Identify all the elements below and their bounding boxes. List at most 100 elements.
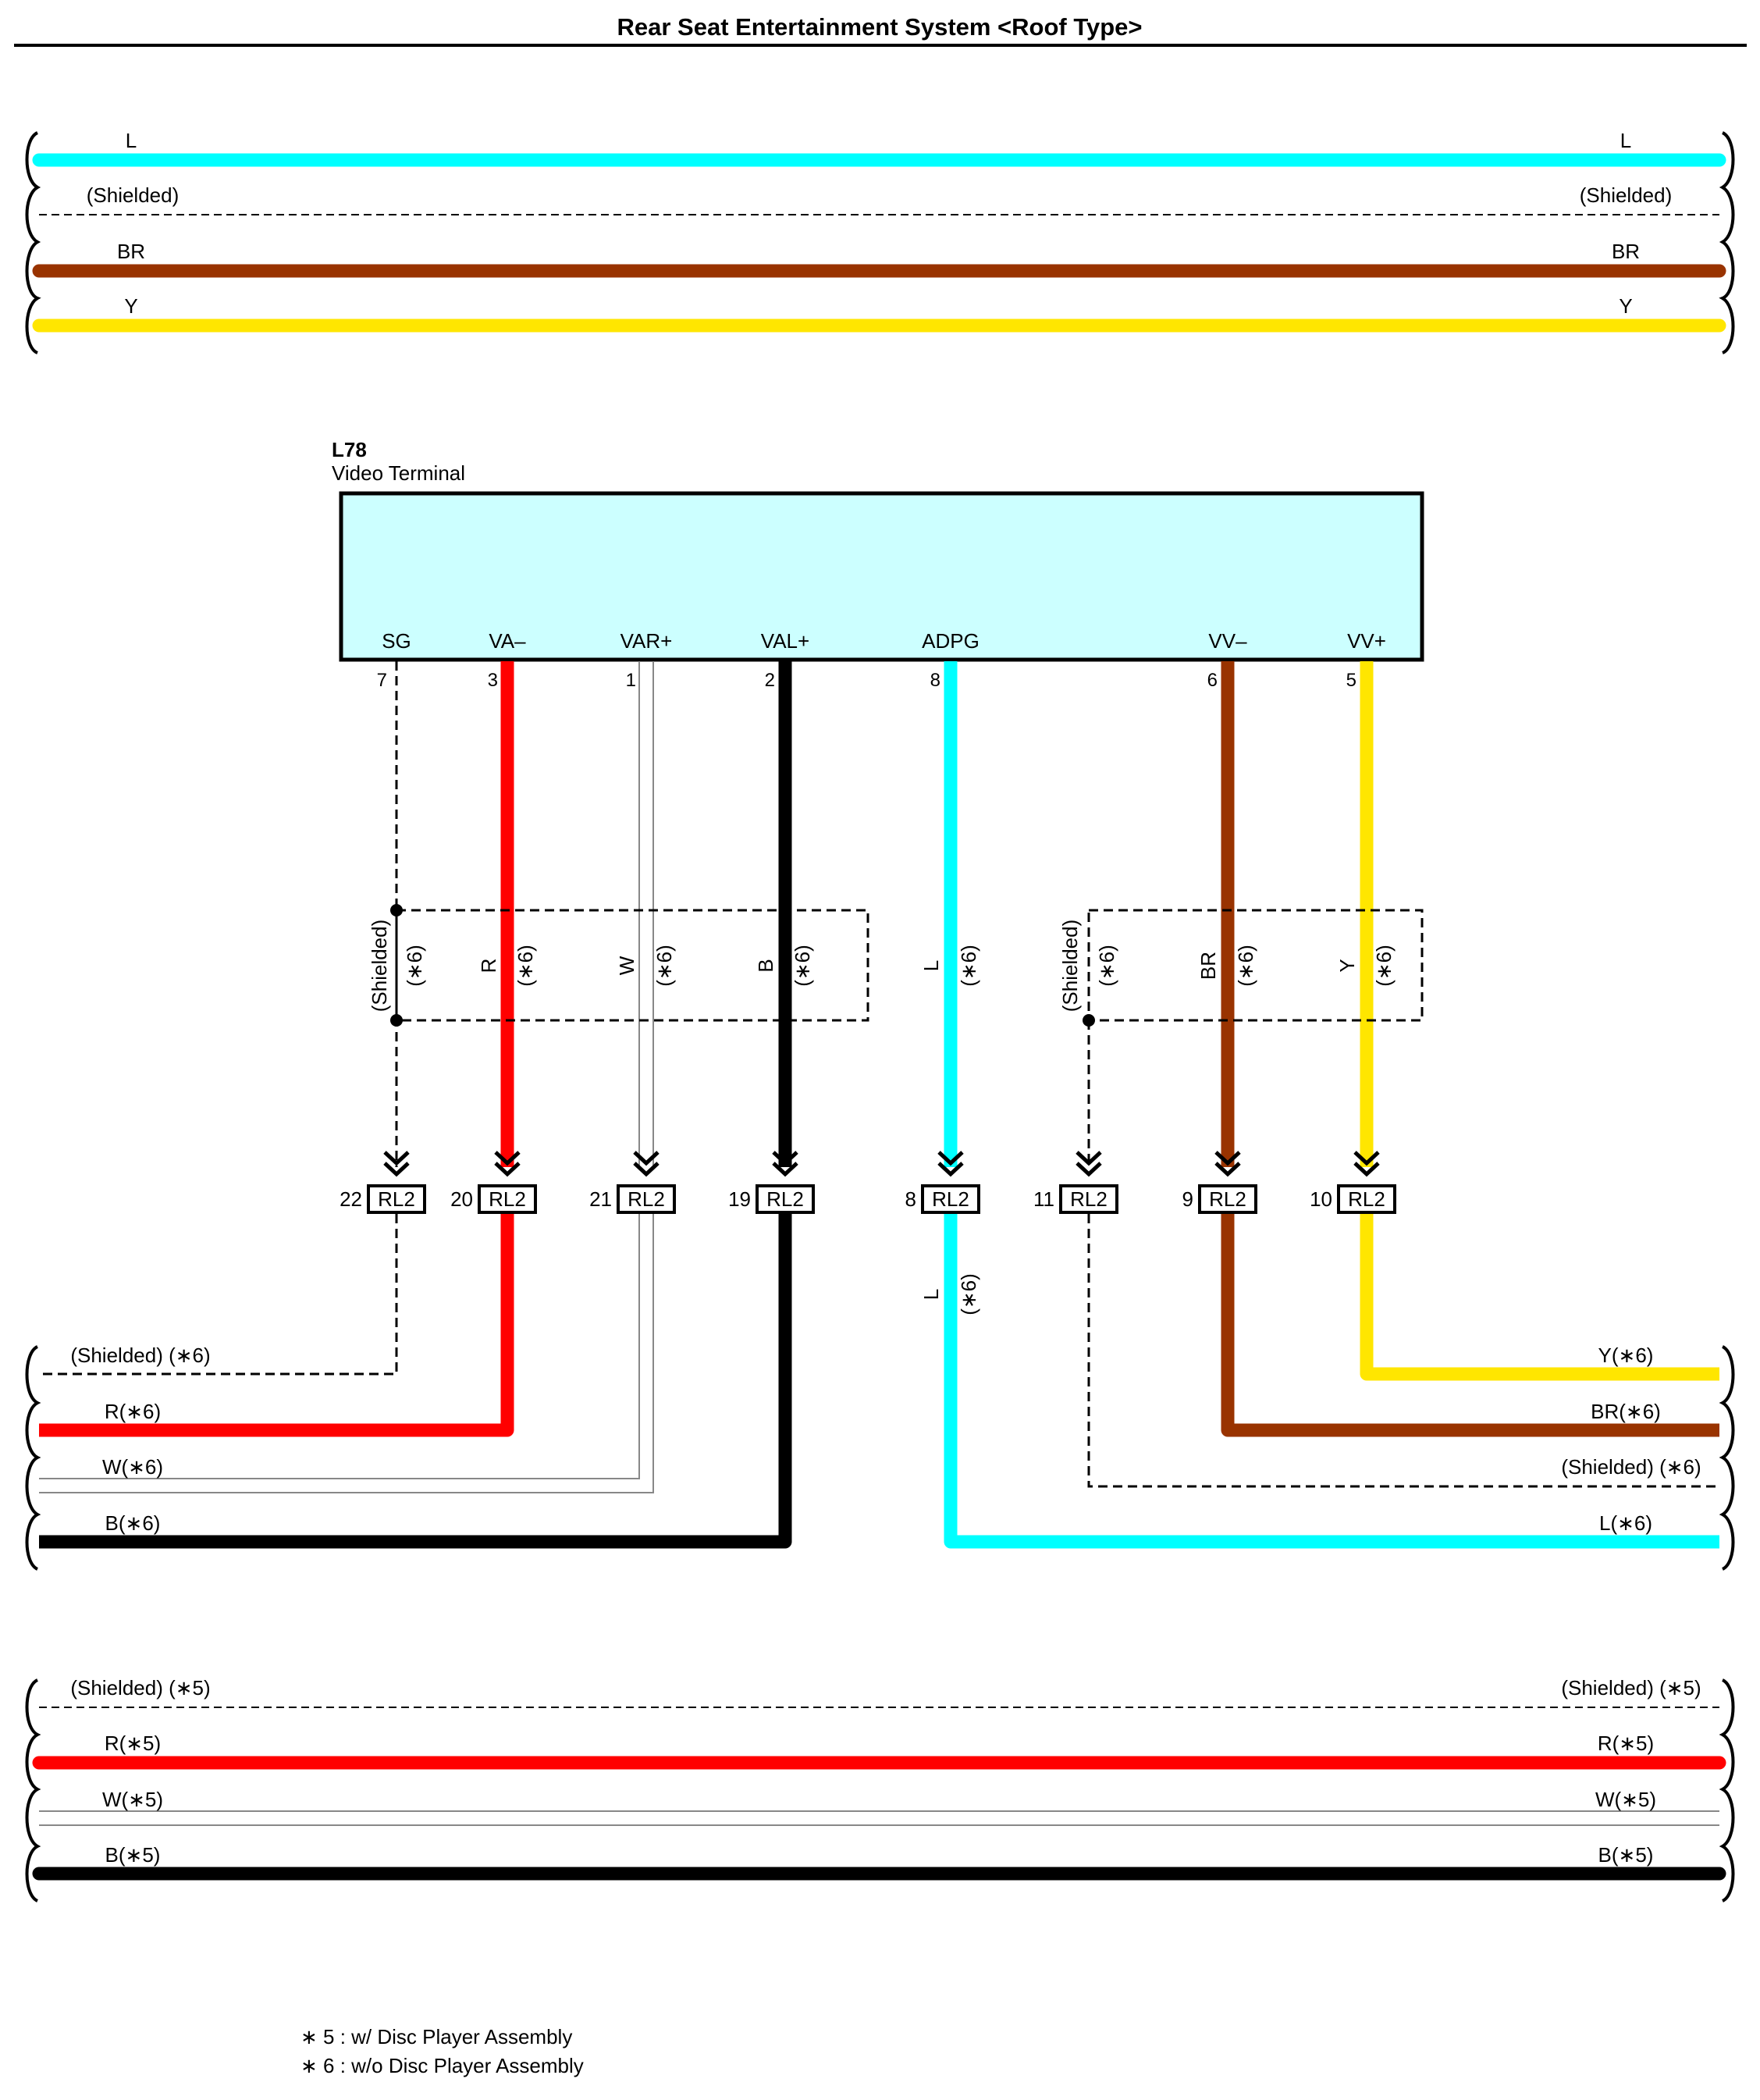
top-bus-right-break [1719, 131, 1735, 354]
top-label-BR-left: BR [117, 240, 145, 263]
lower-wires [39, 1214, 1719, 1549]
bottom-label-R-right: R(∗5) [1598, 1732, 1654, 1755]
bottom-label-shielded-left: (Shielded) (∗5) [70, 1676, 210, 1700]
bottom-label-B-left: B(∗5) [105, 1843, 161, 1867]
top-label-L-right: L [1620, 129, 1631, 152]
pin-number-1: 1 [626, 670, 636, 691]
rl2-box [367, 1184, 426, 1214]
rl2-pin-number: 10 [1310, 1187, 1332, 1211]
vlabel-note-6: (∗6) [1095, 945, 1118, 987]
bottom-label-R-left: R(∗5) [105, 1732, 161, 1755]
rl2-connector-row: RL2 22 RL2 20 RL2 21 RL2 19 RL2 8 [340, 1151, 1396, 1214]
pin-number-8: 8 [930, 670, 940, 691]
rl2-connector-19: RL2 19 [728, 1151, 815, 1214]
mid-label-Y-right: Y(∗6) [1598, 1344, 1654, 1367]
mid-bus-right-break [1719, 1345, 1735, 1571]
rl2-pin-number: 11 [1033, 1187, 1054, 1211]
top-label-shielded-left: (Shielded) [87, 183, 180, 207]
vlabel-note-4: (∗6) [791, 945, 814, 987]
top-label-L-left: L [126, 129, 137, 152]
rl2-connector-20: RL2 20 [450, 1151, 537, 1214]
pin-name-SG: SG [382, 629, 411, 653]
rl2-box [756, 1184, 815, 1214]
wire-shielded-right-lower [1087, 1214, 1719, 1488]
vlabel-R: R [477, 959, 500, 973]
top-bus: L L (Shielded) (Shielded) BR BR Y Y [25, 129, 1735, 354]
top-label-shielded-right: (Shielded) [1580, 183, 1673, 207]
vlabel-BR: BR [1196, 952, 1220, 980]
vlabel-note-1: (∗6) [403, 945, 426, 987]
pin-name-VAL-plus: VAL+ [761, 629, 809, 653]
rl2-label: RL2 [489, 1187, 526, 1211]
wire-shielded-left-lower [39, 1214, 398, 1376]
rl2-label: RL2 [378, 1187, 415, 1211]
vlabel-note-5: (∗6) [957, 945, 980, 987]
pin-number-2: 2 [765, 670, 775, 691]
rl2-pin-number: 21 [589, 1187, 612, 1211]
rl2-connector-21: RL2 21 [589, 1151, 676, 1214]
vlabel-shielded-2: (Shielded) [1058, 920, 1082, 1013]
rl2-box [1337, 1184, 1396, 1214]
mid-label-B-left: B(∗6) [105, 1511, 161, 1535]
arrow-chevron-icon [633, 1151, 660, 1177]
mid-label-shielded-right: (Shielded) (∗6) [1561, 1455, 1701, 1479]
bottom-bus: (Shielded) (∗5) (Shielded) (∗5) R(∗5) R(… [25, 1676, 1735, 1902]
rl2-label: RL2 [628, 1187, 665, 1211]
vlabel-shielded-1: (Shielded) [368, 920, 391, 1013]
rl2-connector-9: RL2 9 [1182, 1151, 1257, 1214]
shield-junction-bottom [390, 1014, 403, 1027]
pin-name-ADPG: ADPG [922, 629, 980, 653]
bottom-bus-left-break [25, 1678, 41, 1902]
pin-name-VA-minus: VA– [489, 629, 526, 653]
note-5: ∗ 5 : w/ Disc Player Assembly [300, 2025, 572, 2048]
pin-number-7: 7 [377, 670, 387, 691]
vlabel-note-3: (∗6) [652, 945, 676, 987]
mid-label-BR-right: BR(∗6) [1591, 1400, 1661, 1423]
arrow-chevron-icon [1353, 1151, 1380, 1177]
bottom-bus-right-break [1719, 1678, 1735, 1902]
pin-name-VV-plus: VV+ [1347, 629, 1386, 653]
arrow-chevron-icon [494, 1151, 521, 1177]
arrow-chevron-icon [383, 1151, 410, 1177]
arrow-chevron-icon [937, 1151, 964, 1177]
vlabel-L: L [919, 960, 943, 971]
rl2-pin-number: 19 [728, 1187, 751, 1211]
wire-B-lower [39, 1214, 792, 1549]
wire-R-lower [39, 1214, 514, 1437]
wire-BR-lower [1221, 1214, 1719, 1437]
bottom-label-shielded-right: (Shielded) (∗5) [1561, 1676, 1701, 1700]
vertical-wires [395, 661, 1374, 1167]
rl2-connector-8: RL2 8 [905, 1151, 980, 1214]
note-6: ∗ 6 : w/o Disc Player Assembly [300, 2054, 584, 2077]
mid-label-W-left: W(∗6) [102, 1455, 163, 1479]
bottom-label-W-left: W(∗5) [102, 1788, 163, 1811]
rl2-box [921, 1184, 980, 1214]
wire-W-lower-b [39, 1214, 654, 1493]
rl2-box [617, 1184, 676, 1214]
rl2-label: RL2 [766, 1187, 804, 1211]
mid-bus-left-break [25, 1345, 41, 1571]
shield-junction-top [390, 904, 403, 917]
vlabel-Y: Y [1335, 959, 1359, 972]
vlabel-L-lower: L [919, 1289, 943, 1300]
vlabel-note-8: (∗6) [1372, 945, 1396, 987]
top-label-Y-right: Y [1619, 294, 1632, 318]
shield-box-left [395, 909, 869, 1022]
rl2-connector-11: RL2 11 [1033, 1151, 1118, 1214]
vlabel-note-7: (∗6) [1234, 945, 1257, 987]
rl2-connector-22: RL2 22 [340, 1151, 426, 1214]
rl2-pin-number: 20 [450, 1187, 473, 1211]
pin-number-6: 6 [1207, 670, 1218, 691]
mid-label-R-left: R(∗6) [105, 1400, 161, 1423]
rl2-connector-10: RL2 10 [1310, 1151, 1396, 1214]
vlabel-B: B [754, 959, 777, 972]
top-label-Y-left: Y [124, 294, 137, 318]
bottom-label-W-right: W(∗5) [1595, 1788, 1656, 1811]
wire-W-lower-a [39, 1214, 640, 1479]
wire-L-lower [944, 1214, 1719, 1549]
video-terminal-box [339, 491, 1424, 662]
vlabel-note-L-lower: (∗6) [957, 1273, 980, 1315]
mid-label-shielded-left: (Shielded) (∗6) [70, 1344, 210, 1367]
rl2-label: RL2 [932, 1187, 969, 1211]
arrow-chevron-icon [1214, 1151, 1241, 1177]
